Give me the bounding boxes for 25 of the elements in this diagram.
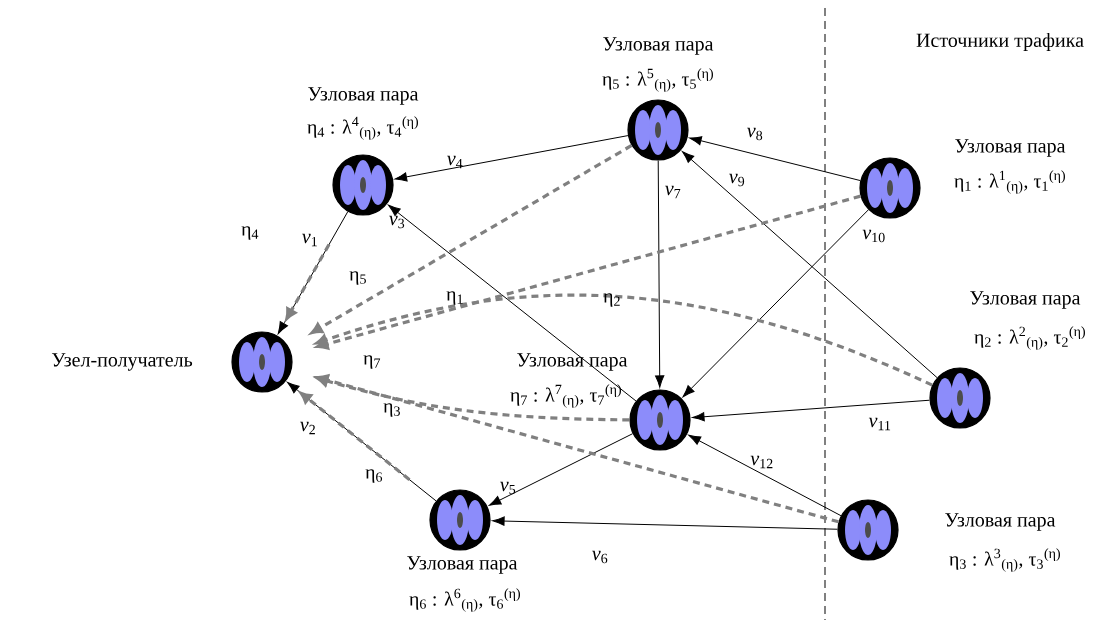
formula-label: η$_{1}$ : λ$^{1}$$_{(η)}$, τ$_{1}$(η) [952,169,1068,195]
node-caption: Узловая пара [943,512,1057,532]
edge-label: v$_{4}$ [447,155,463,169]
arrow [394,135,629,182]
arrow [689,136,861,182]
node-caption: Узловая пара [953,138,1067,158]
formula-label: η$_{6}$ : λ$^{6}$$_{(η)}$, τ$_{6}$(η) [407,587,523,613]
edge-label: v$_{1}$ [302,233,317,247]
node-caption: Узловая пара [306,86,420,106]
edge-label: η$_{4}$ [241,226,259,240]
heading: Источники трафика [916,32,1084,52]
edge-label: v$_{8}$ [747,127,763,141]
node-caption: Узел-получатель [50,352,194,372]
node-caption: Узловая пара [601,36,715,56]
edge-label: v$_{11}$ [868,417,891,431]
formula-label: η$_{5}$ : λ$^{5}$$_{(η)}$, τ$_{5}$(η) [600,67,716,93]
node-caption: Узловая пара [968,290,1082,310]
formula-label: η$_{3}$ : λ$^{3}$$_{(η)}$, τ$_{3}$(η) [947,547,1063,573]
formula-label: η$_{2}$ : λ$^{2}$$_{(η)}$, τ$_{2}$(η) [972,325,1088,351]
edge-label: v$_{9}$ [729,173,745,187]
edge-label: v$_{6}$ [592,550,608,564]
edge-label: v$_{2}$ [300,421,315,435]
node-caption: Узловая пара [405,555,519,575]
formula-label: η$_{4}$ : λ$^{4}$$_{(η)}$, τ$_{4}$(η) [305,115,421,141]
edge-label: v$_{10}$ [862,229,885,243]
